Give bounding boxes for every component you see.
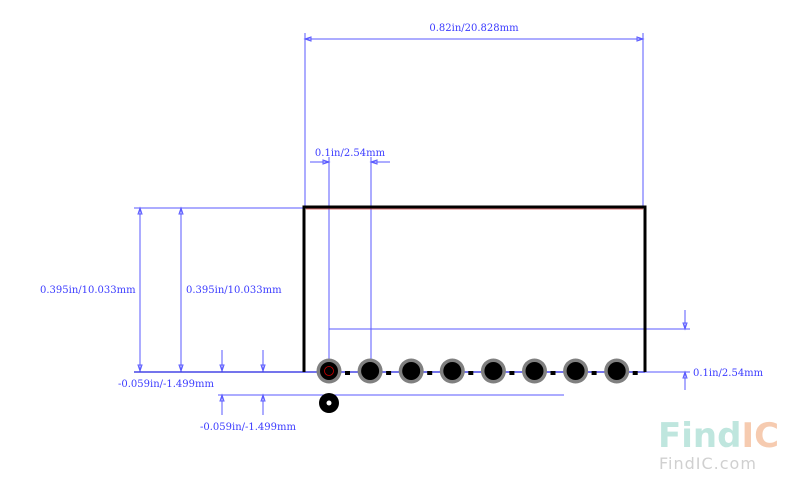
pad-hole [566, 362, 585, 380]
watermark-url: FindIC.com [659, 454, 757, 473]
offset-label-a: -0.059in/-1.499mm [118, 379, 215, 390]
outline-dash [509, 371, 515, 375]
pad-hole [320, 362, 338, 380]
pad-hole [484, 362, 503, 380]
offset-label-b: -0.059in/-1.499mm [200, 422, 297, 433]
pad-hole [402, 362, 421, 380]
outline-dash [468, 371, 474, 375]
outline-dash [386, 371, 392, 375]
pad-hole [443, 362, 462, 380]
outline-dash [550, 371, 556, 375]
outline-dash [427, 371, 433, 375]
pin1-marker [324, 366, 334, 376]
outline-dash [632, 371, 638, 375]
height-label-a: 0.395in/10.033mm [40, 285, 136, 296]
pad-hole [361, 362, 380, 380]
outline-dash [345, 371, 350, 375]
pad-hole [607, 362, 626, 380]
pad-row [316, 358, 638, 384]
dimension-lines [134, 33, 690, 415]
watermark-logo: FindIC [658, 416, 779, 456]
outline-dash [591, 371, 597, 375]
pad-hole [525, 362, 544, 380]
component-outline [302, 205, 647, 372]
overall-width-label: 0.82in/20.828mm [429, 23, 519, 34]
height-label-b: 0.395in/10.033mm [186, 285, 282, 296]
pitch-label: 0.1in/2.54mm [315, 148, 386, 159]
row-offset-label: 0.1in/2.54mm [693, 368, 764, 379]
